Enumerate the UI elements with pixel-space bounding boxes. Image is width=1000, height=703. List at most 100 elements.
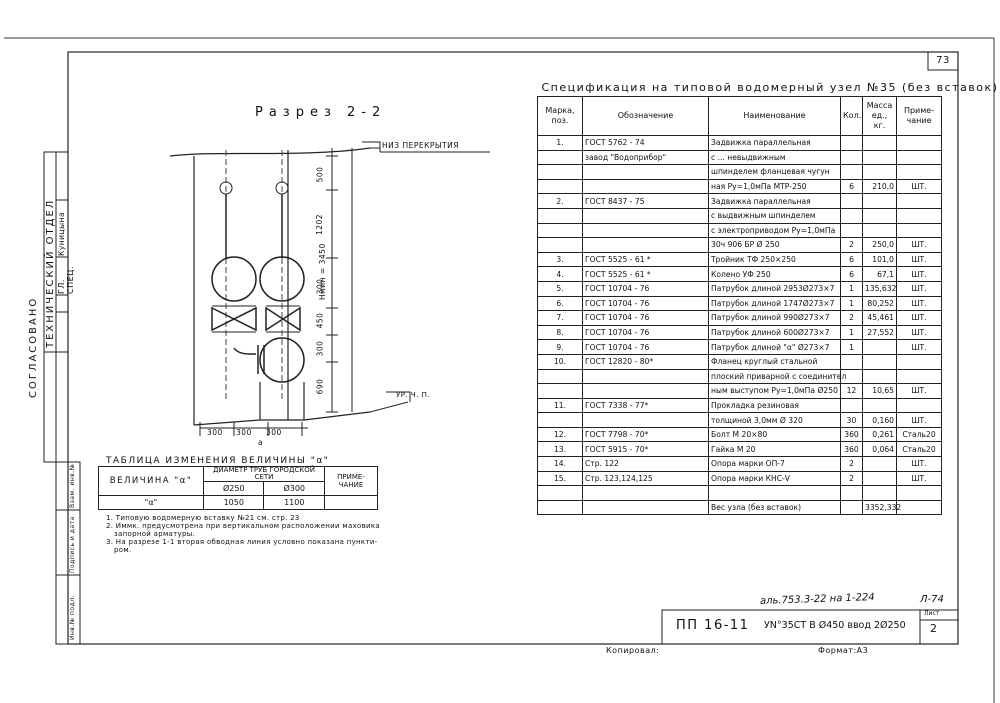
spec-header-mass: Масса ед., кг. — [862, 96, 897, 136]
spec-cell-name: Гайка М 20 — [708, 441, 841, 458]
spec-cell-name: Патрубок длиной 2953Ø273×7 — [708, 280, 841, 297]
spec-cell-mass — [862, 339, 897, 355]
spec-cell-des — [582, 383, 709, 399]
spec-cell-mass: 250,0 — [862, 237, 897, 253]
row-alpha: "α" — [98, 495, 204, 510]
spec-cell-mass: 10,65 — [862, 383, 897, 399]
spec-cell-des: Стр. 123,124,125 — [582, 470, 709, 487]
project-description: УN°35СТ В Ø450 ввод 2Ø250 — [764, 620, 906, 631]
spec-cell-mass — [862, 456, 897, 472]
spec-header-mark: Марка, поз. — [537, 96, 583, 136]
spec-cell-mass: 27,552 — [862, 324, 897, 341]
spec-cell-mass: 0,064 — [862, 441, 897, 458]
spec-cell-note — [895, 149, 943, 166]
spec-row: 10.ГОСТ 12820 - 80*Фланец круглый стальн… — [537, 353, 943, 370]
spec-cell-pos: 8. — [537, 324, 583, 341]
spec-cell-des: ГОСТ 7338 - 77* — [582, 397, 709, 414]
spec-cell-qty: 360 — [840, 426, 863, 443]
spec-cell-note: ШТ. — [895, 178, 943, 195]
dim-690: 690 — [315, 378, 325, 395]
col-note: ПРИМЕ-ЧАНИЕ — [324, 466, 378, 496]
spec-cell-des: ГОСТ 5915 - 70* — [582, 441, 709, 458]
spec-cell-pos — [537, 149, 583, 166]
spec-cell-qty: 2 — [840, 237, 863, 253]
spec-cell-des: ГОСТ 7798 - 70* — [582, 426, 709, 443]
variable-table: ВЕЛИЧИНА "α" ДИАМЕТР ТРУБ ГОРОДСКОЙ СЕТИ… — [98, 466, 378, 510]
spec-cell-mass — [862, 149, 897, 166]
spec-cell-note: ШТ. — [895, 470, 943, 487]
spec-cell-des: ГОСТ 5525 - 61 * — [582, 251, 709, 268]
replaces-inv-label: Взам. инв.№ — [69, 463, 76, 508]
dim-1202: 1202 — [315, 213, 325, 236]
spec-cell-pos — [537, 207, 583, 224]
note-2: 2. Иммк. предусмотрена при вертикальном … — [106, 522, 380, 530]
spec-cell-note: Сталь20 — [895, 441, 943, 458]
spec-cell-name: 30ч 906 БР Ø 250 — [708, 237, 841, 253]
spec-cell-qty: 6 — [840, 178, 863, 195]
spec-cell-pos: 6. — [537, 295, 583, 312]
spec-cell-des — [582, 207, 709, 224]
spec-cell-pos — [537, 164, 583, 180]
name-label: Куницына — [57, 211, 66, 256]
spec-cell-pos — [537, 178, 583, 195]
spec-cell-note — [895, 193, 943, 209]
spec-cell-note: ШТ. — [895, 339, 943, 355]
spec-cell-qty — [840, 499, 863, 516]
spec-cell-name: с электроприводом Ру=1,0мПа — [708, 222, 841, 239]
spec-cell-mass — [862, 470, 897, 487]
spec-cell-des — [582, 237, 709, 253]
spec-cell-mass: 45,461 — [862, 310, 897, 326]
spec-header-note: Приме-чание — [895, 96, 943, 136]
spec-cell-pos: 9. — [537, 339, 583, 355]
note-1: 1. Типовую водомерную вставку №21 см. ст… — [106, 514, 300, 522]
spec-cell-qty: 30 — [840, 412, 863, 428]
spec-row: завод "Водоприбор"с ... невыдвижным — [537, 149, 943, 166]
spec-cell-note — [895, 164, 943, 180]
sheet-no: 2 — [930, 622, 937, 635]
spec-cell-name: с ... невыдвижным — [708, 149, 841, 166]
spec-cell-qty — [840, 207, 863, 224]
spec-cell-des: ГОСТ 5762 - 74 — [582, 135, 709, 151]
spec-cell-mass — [862, 207, 897, 224]
spec-cell-des — [582, 178, 709, 195]
col-value: ВЕЛИЧИНА "α" — [98, 466, 204, 496]
alpha-mark: a — [258, 438, 264, 447]
value-300: 1100 — [263, 495, 325, 510]
spec-cell-mass — [862, 193, 897, 209]
spec-cell-name: Патрубок длиной "α" Ø273×7 — [708, 339, 841, 355]
specification-table: Спецификация на типовой водомерный узел … — [537, 78, 997, 516]
spec-cell-name: Патрубок длиной 990Ø273×7 — [708, 310, 841, 326]
spec-cell-qty: 1 — [840, 339, 863, 355]
spec-cell-pos — [537, 485, 583, 501]
spec-cell-name: Опора марки КНС-V — [708, 470, 841, 487]
sheet-label: Лист — [924, 610, 940, 617]
spec-cell-mass: 80,252 — [862, 295, 897, 312]
project-code: ПП 16-11 — [676, 618, 750, 633]
spec-cell-mass — [862, 485, 897, 501]
spec-cell-name: шпинделем фланцевая чугун — [708, 164, 841, 180]
dim-total: Hмин = 3450 — [318, 243, 327, 300]
spec-cell-mass: 101,0 — [862, 251, 897, 268]
spec-cell-note: ШТ. — [895, 383, 943, 399]
spec-cell-pos: 5. — [537, 280, 583, 297]
note-empty — [324, 495, 378, 510]
spec-cell-name: Патрубок длиной 1747Ø273×7 — [708, 295, 841, 312]
spec-title: Спецификация на типовой водомерный узел … — [537, 78, 997, 97]
spec-cell-des: ГОСТ 10704 - 76 — [582, 280, 709, 297]
spec-cell-name: толщиной 3,0мм Ø 320 — [708, 412, 841, 428]
spec-cell-name: Тройник ТФ 250×250 — [708, 251, 841, 268]
spec-cell-mass — [862, 164, 897, 180]
spec-cell-qty — [840, 135, 863, 151]
notes: 1. Типовую водомерную вставку №21 см. ст… — [106, 514, 466, 554]
section-title: Разрез 2-2 — [255, 105, 387, 120]
spec-cell-qty — [840, 222, 863, 239]
spec-cell-note: ШТ. — [895, 251, 943, 268]
spec-row: 11.ГОСТ 7338 - 77*Прокладка резиновая — [537, 397, 943, 414]
